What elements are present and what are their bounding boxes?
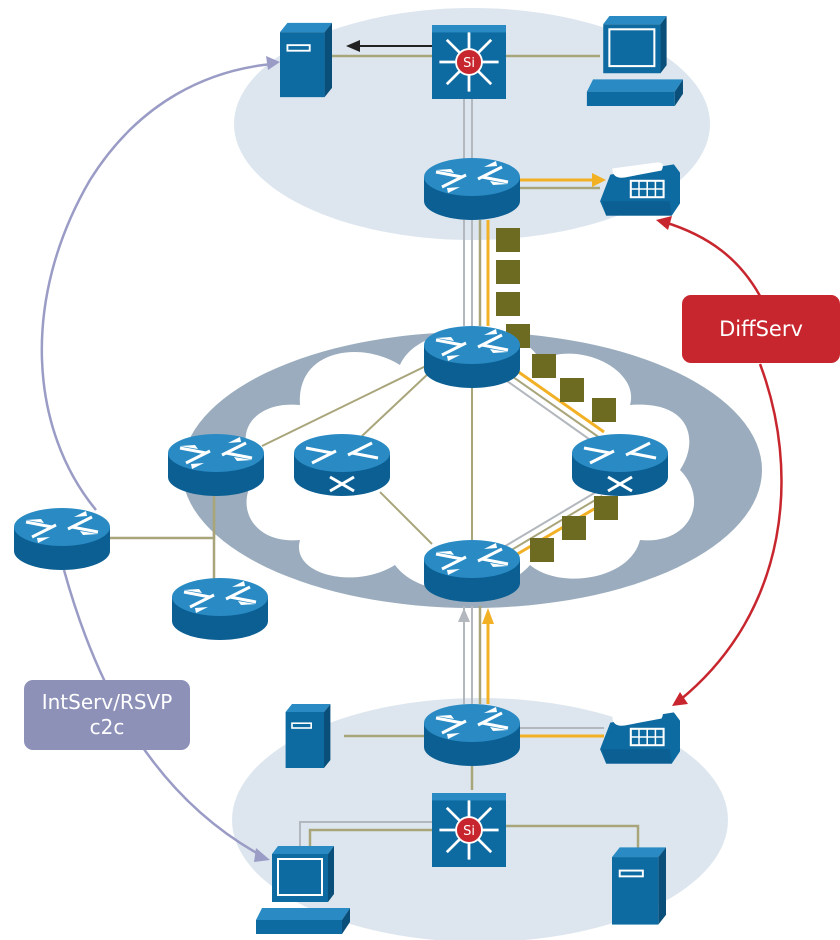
router-icon xyxy=(422,538,522,604)
router-icon xyxy=(422,156,522,222)
packet-square-icon xyxy=(496,260,520,284)
packet-square-icon xyxy=(532,354,556,378)
router-icon xyxy=(170,576,270,642)
intserv-label: IntServ/RSVP c2c xyxy=(24,680,190,750)
switch-badge-bottom: Si xyxy=(463,824,475,839)
packet-square-icon xyxy=(496,228,520,252)
diffserv-text: DiffServ xyxy=(719,317,803,341)
intserv-line-1: IntServ/RSVP xyxy=(41,690,173,714)
atm-switch-router-icon xyxy=(292,432,392,498)
server-icon xyxy=(284,704,332,768)
packet-square-icon xyxy=(530,538,554,562)
packet-square-icon xyxy=(592,398,616,422)
intserv-line-2: c2c xyxy=(89,715,125,739)
router-icon xyxy=(422,324,522,390)
router-icon xyxy=(12,506,112,572)
packet-square-icon xyxy=(594,496,618,520)
server-icon xyxy=(280,22,332,98)
diffserv-label: DiffServ xyxy=(682,295,840,363)
atm-switch-router-icon xyxy=(570,432,670,498)
network-links xyxy=(110,54,640,856)
server-icon xyxy=(612,846,666,926)
packet-square-icon xyxy=(496,292,520,316)
router-icon xyxy=(422,702,522,768)
packet-square-icon xyxy=(562,516,586,540)
switch-badge-top: Si xyxy=(463,56,475,71)
packet-square-icon xyxy=(560,378,584,402)
router-icon xyxy=(166,432,266,498)
